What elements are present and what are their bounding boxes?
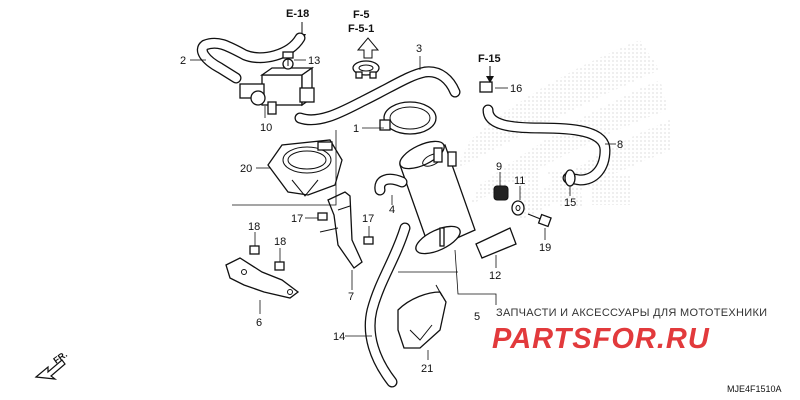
callout-19: 19 (539, 242, 551, 254)
callout-16: 16 (510, 83, 522, 95)
bracket-20 (267, 139, 343, 197)
bolt-13 (282, 51, 294, 66)
callout-5: 5 (474, 311, 480, 323)
ref-label-f15: F-15 (478, 53, 501, 65)
callout-6: 6 (256, 317, 262, 329)
fitting-16 (479, 81, 493, 93)
hose-14 (364, 222, 411, 388)
direction-label: FR. (51, 349, 69, 366)
callout-8: 8 (617, 139, 623, 151)
guard-12 (475, 227, 517, 259)
callout-4: 4 (389, 204, 395, 216)
callout-1: 1 (353, 123, 359, 135)
watermark: ЗАПЧАСТИ И АКСЕССУАРЫ ДЛЯ МОТОТЕХНИКИ PA… (492, 307, 767, 355)
hose-2 (196, 32, 306, 84)
bolt-18-b (274, 261, 285, 271)
leader-lines (190, 56, 616, 360)
stay-7 (319, 191, 363, 269)
ref-label-f5: F-5 (353, 9, 370, 21)
callout-15: 15 (564, 197, 576, 209)
callout-14: 14 (333, 331, 345, 343)
clip-15 (564, 169, 576, 187)
callout-18-upper: 18 (248, 221, 260, 233)
callout-3: 3 (416, 43, 422, 55)
callout-10: 10 (260, 122, 272, 134)
bolt-19 (527, 213, 552, 228)
reference-f5[interactable]: F-5 F-5-1 (348, 9, 380, 59)
callout-11: 11 (514, 175, 525, 187)
collar-9 (493, 185, 509, 201)
reference-f15[interactable]: F-15 (478, 53, 501, 83)
callout-18-lower: 18 (274, 236, 286, 248)
hose-4 (374, 173, 408, 196)
front-direction-indicator: FR. (34, 349, 69, 380)
diagram-code: MJE4F1510A (727, 384, 782, 394)
hose-clip (352, 60, 380, 79)
hose-8 (482, 104, 611, 186)
evap-canister (399, 140, 476, 255)
ref-label-e18: E-18 (286, 8, 309, 20)
bracket-6 (225, 257, 300, 299)
callout-17-left: 17 (291, 213, 303, 225)
watermark-tagline: ЗАПЧАСТИ И АКСЕССУАРЫ ДЛЯ МОТОТЕХНИКИ (496, 307, 767, 319)
bolt-17-b (363, 236, 374, 245)
clamp-band-1 (379, 101, 437, 135)
callout-2: 2 (180, 55, 186, 67)
cover-21 (397, 284, 447, 349)
callout-17-right: 17 (362, 213, 374, 225)
callout-20: 20 (240, 163, 252, 175)
callout-21: 21 (421, 363, 433, 375)
bolt-18-a (249, 245, 260, 255)
callout-12: 12 (489, 270, 501, 282)
up-arrow-icon (356, 37, 380, 59)
watermark-brand: PARTSFOR.RU (492, 323, 710, 355)
ref-label-f5-1: F-5-1 (348, 23, 374, 35)
callout-13: 13 (308, 55, 320, 67)
solenoid-valve (239, 58, 315, 115)
callouts: 2 13 3 10 1 20 16 8 9 11 15 19 4 17 17 1… (180, 43, 623, 375)
hose-3 (294, 66, 461, 126)
callout-7: 7 (348, 291, 354, 303)
bolt-17-a (317, 212, 328, 221)
front-arrow-icon (34, 359, 66, 380)
washer-11 (511, 200, 525, 216)
callout-9: 9 (496, 161, 502, 173)
